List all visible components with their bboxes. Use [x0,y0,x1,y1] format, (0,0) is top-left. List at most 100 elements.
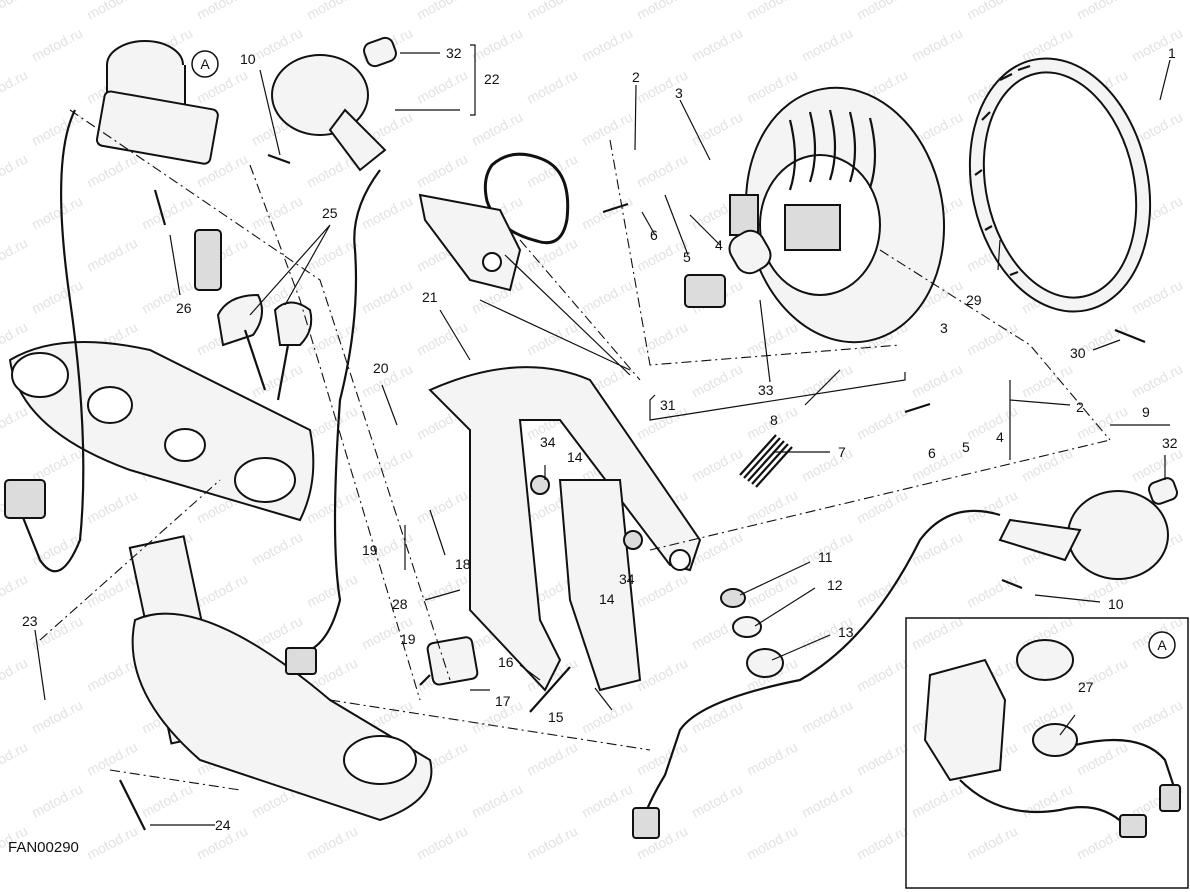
watermark-text: motod.ru [1129,25,1185,65]
watermark-text: motod.ru [799,445,855,485]
watermark-text: motod.ru [194,571,250,611]
assembly-lines [39,109,1111,791]
label-6a: 6 [650,227,658,243]
watermark-text: motod.ru [689,109,745,149]
detail-a-drawing [923,639,1181,838]
relay [419,636,479,686]
steering-yoke [8,341,433,822]
watermark-text: motod.ru [84,0,140,23]
watermark-text: motod.ru [854,655,910,695]
watermark-text: motod.ru [29,277,85,317]
label-27: 27 [1078,679,1094,695]
label-14a: 14 [567,449,583,465]
watermark-text: motod.ru [359,277,415,317]
watermark-text: motod.ru [414,319,470,359]
watermark-text: motod.ru [0,571,30,611]
watermark-text: motod.ru [29,445,85,485]
headlight-bulb [684,229,772,308]
watermark-text: motod.ru [0,403,30,443]
label-8: 8 [770,412,778,428]
label-3a: 3 [675,85,683,101]
watermark-text: motod.ru [689,25,745,65]
watermark-text: motod.ru [909,781,965,821]
watermark-text: motod.ru [689,781,745,821]
detail-callout-a-inset: A [1148,631,1176,659]
watermark-text: motod.ru [1019,781,1075,821]
watermark-text: motod.ru [964,571,1020,611]
watermark-text: motod.ru [139,781,195,821]
label-28: 28 [392,596,408,612]
drawing-code: FAN00290 [8,839,79,856]
label-5b: 5 [962,439,970,455]
label-14b: 14 [599,591,615,607]
watermark-text: motod.ru [304,235,360,275]
watermark-text: motod.ru [469,781,525,821]
label-22: 22 [484,71,500,87]
watermark-text: motod.ru [689,445,745,485]
label-1: 1 [1168,45,1176,61]
watermark-text: motod.ru [414,0,470,23]
watermark-text: motod.ru [634,151,690,191]
watermark-text: motod.ru [0,235,30,275]
watermark-text: motod.ru [964,0,1020,23]
watermark-text: motod.ru [964,823,1020,863]
watermark-text: motod.ru [964,403,1020,443]
label-2b: 2 [1076,399,1084,415]
watermark-text: motod.ru [249,25,305,65]
watermark-text: motod.ru [29,781,85,821]
detail-callout-inset-label: A [1157,637,1167,653]
detail-callout-label: A [200,56,210,72]
ignition-keys [216,293,313,401]
watermark-text: motod.ru [854,739,910,779]
watermark-text: motod.ru [854,0,910,23]
watermark-text: motod.ru [634,235,690,275]
watermark-text: motod.ru [414,571,470,611]
label-34b: 34 [619,571,635,587]
label-10a: 10 [240,51,256,67]
label-30: 30 [1070,345,1086,361]
watermark-text: motod.ru [799,361,855,401]
watermark-text: motod.ru [0,151,30,191]
watermark-text: motod.ru [304,403,360,443]
label-10b: 10 [1108,596,1124,612]
watermark-text: motod.ru [359,445,415,485]
watermark-text: motod.ru [1129,361,1185,401]
watermark-text: motod.ru [1019,361,1075,401]
watermark-text: motod.ru [634,0,690,23]
label-23: 23 [22,613,38,629]
label-34a: 34 [540,434,556,450]
watermark-text: motod.ru [744,319,800,359]
watermark-text: motod.ru [84,151,140,191]
watermark-text: motod.ru [84,487,140,527]
watermark-text: motod.ru [29,697,85,737]
watermark-text: motod.ru [524,739,580,779]
part-number-labels: 1 2 3 4 5 6 22 32 10 25 26 21 20 33 31 8… [22,45,1178,833]
watermark-text: motod.ru [1074,0,1130,23]
watermark-text: motod.ru [84,739,140,779]
watermark-text: motod.ru [579,25,635,65]
watermark-text: motod.ru [744,823,800,863]
watermark-text: motod.ru [304,487,360,527]
label-3b: 3 [940,320,948,336]
label-15: 15 [548,709,564,725]
watermark-text: motod.ru [579,193,635,233]
watermark-text: motod.ru [469,25,525,65]
watermark-text: motod.ru [414,487,470,527]
watermark-text: motod.ru [909,445,965,485]
watermark-text: motod.ru [1074,739,1130,779]
watermark-text: motod.ru [579,697,635,737]
watermark-text: motod.ru [469,109,525,149]
label-24: 24 [215,817,231,833]
bolts [119,153,1146,831]
headlight-rim [968,57,1152,313]
watermark-text: motod.ru [964,319,1020,359]
watermark-text: motod.ru [139,193,195,233]
label-19b: 19 [400,631,416,647]
watermark-text: motod.ru [249,529,305,569]
label-9: 9 [1142,404,1150,420]
ignition-switch [95,40,222,291]
rubber-bushings [720,588,784,678]
watermark-text: motod.ru [634,655,690,695]
label-13: 13 [838,624,854,640]
